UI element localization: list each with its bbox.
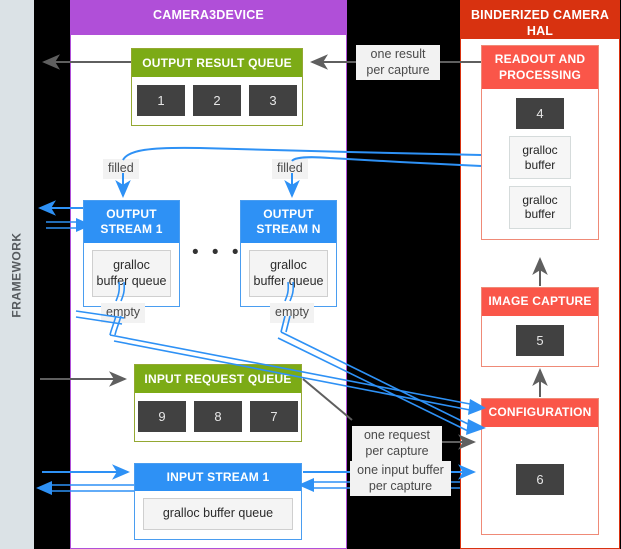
gralloc-chip-line-2: buffer xyxy=(524,207,556,222)
output-result-queue-title: OUTPUT RESULT QUEUE xyxy=(132,49,302,77)
framework-column xyxy=(0,0,34,549)
input-request-queue-card[interactable]: INPUT REQUEST QUEUE 9 8 7 xyxy=(134,364,302,442)
readout-and-processing-body: 4 gralloc buffer gralloc buffer xyxy=(482,89,598,239)
queue-slot[interactable]: 8 xyxy=(194,401,242,432)
streams-ellipsis: • • • xyxy=(192,242,243,263)
filled-label-right: filled xyxy=(272,159,308,179)
image-capture-title: IMAGE CAPTURE xyxy=(482,288,598,316)
buffer-line-1: gralloc xyxy=(270,258,307,272)
empty-label-left: empty xyxy=(101,303,146,323)
output-stream-n-buffer-queue: gralloc buffer queue xyxy=(249,250,328,298)
output-stream-n-title: OUTPUT STREAM N xyxy=(241,201,336,243)
empty-label-right: empty xyxy=(270,303,315,323)
buffer-line-1: gralloc xyxy=(113,258,150,272)
framework-label-text: FRAMEWORK xyxy=(10,231,24,318)
gralloc-chip-line-2: buffer xyxy=(524,157,556,172)
readout-and-processing-card[interactable]: READOUT AND PROCESSING 4 gralloc buffer … xyxy=(481,45,599,240)
hal-slot[interactable]: 6 xyxy=(516,463,564,495)
configuration-body: 6 xyxy=(482,427,598,505)
annotation-line-2: per capture xyxy=(365,443,429,458)
gralloc-buffer-chip: gralloc buffer xyxy=(509,136,571,179)
annotation-line-1: one input buffer xyxy=(357,463,444,477)
configuration-card[interactable]: CONFIGURATION 6 xyxy=(481,398,599,535)
queue-slot[interactable]: 2 xyxy=(193,85,241,116)
input-stream-1-card[interactable]: INPUT STREAM 1 gralloc buffer queue xyxy=(134,463,302,540)
queue-slot[interactable]: 9 xyxy=(138,401,186,432)
hal-slot[interactable]: 5 xyxy=(516,324,564,356)
queue-slot[interactable]: 3 xyxy=(249,85,297,116)
annotation-line-1: one result xyxy=(370,47,426,61)
annotation-line-2: per capture xyxy=(366,62,430,77)
buffer-line-2: buffer queue xyxy=(253,273,324,288)
queue-slot[interactable]: 7 xyxy=(250,401,298,432)
output-result-queue-slots: 1 2 3 xyxy=(132,77,302,125)
gralloc-buffer-chip: gralloc buffer xyxy=(509,185,571,229)
gralloc-chip-line-1: gralloc xyxy=(522,192,558,207)
binderized-camera-hal-title: BINDERIZED CAMERA HAL xyxy=(461,1,619,39)
output-stream-1-card[interactable]: OUTPUT STREAM 1 gralloc buffer queue xyxy=(83,200,180,308)
annotation-one-request-per-capture: one request per capture xyxy=(352,426,442,462)
input-request-queue-title: INPUT REQUEST QUEUE xyxy=(135,365,301,393)
output-stream-n-card[interactable]: OUTPUT STREAM N gralloc buffer queue xyxy=(240,200,337,308)
input-stream-1-buffer-queue: gralloc buffer queue xyxy=(143,498,293,530)
readout-and-processing-title: READOUT AND PROCESSING xyxy=(482,46,598,90)
configuration-title: CONFIGURATION xyxy=(482,399,598,427)
framework-label: FRAMEWORK xyxy=(0,0,34,549)
output-result-queue-card[interactable]: OUTPUT RESULT QUEUE 1 2 3 xyxy=(131,48,303,126)
annotation-line-2: per capture xyxy=(368,478,433,493)
filled-label-left: filled xyxy=(103,159,139,179)
output-stream-1-buffer-queue: gralloc buffer queue xyxy=(92,250,171,298)
gralloc-chip-line-1: gralloc xyxy=(522,143,558,158)
hal-slot[interactable]: 4 xyxy=(516,98,564,130)
annotation-one-result-per-capture: one result per capture xyxy=(356,45,440,81)
image-capture-card[interactable]: IMAGE CAPTURE 5 xyxy=(481,287,599,367)
image-capture-body: 5 xyxy=(482,316,598,366)
input-request-queue-slots: 9 8 7 xyxy=(135,393,301,441)
input-stream-1-title: INPUT STREAM 1 xyxy=(135,464,301,491)
camera3device-title: CAMERA3DEVICE xyxy=(71,1,346,35)
output-stream-1-title: OUTPUT STREAM 1 xyxy=(84,201,179,243)
queue-slot[interactable]: 1 xyxy=(137,85,185,116)
annotation-line-1: one request xyxy=(363,428,431,442)
annotation-one-input-buffer-per-capture: one input buffer per capture xyxy=(350,461,451,497)
buffer-line-2: buffer queue xyxy=(96,273,167,288)
